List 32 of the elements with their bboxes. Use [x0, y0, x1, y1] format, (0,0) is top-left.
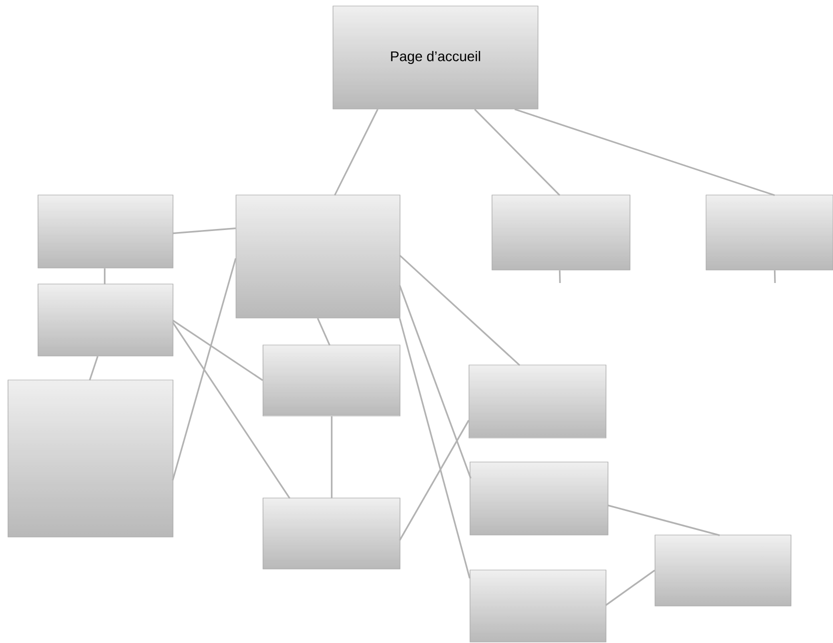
page-box: Page d’accueil	[332, 6, 538, 110]
connector-line	[558, 270, 561, 284]
connector-line	[104, 268, 106, 284]
connector-line	[88, 356, 98, 381]
page-box	[262, 344, 400, 416]
connector-line	[399, 254, 520, 366]
connector-line	[172, 322, 290, 499]
page-box	[470, 462, 608, 536]
connector-line	[774, 270, 776, 284]
page-box	[8, 380, 174, 538]
page-box	[470, 570, 606, 642]
connector-line	[474, 108, 560, 196]
page-box	[654, 534, 792, 606]
connector-line	[514, 108, 775, 196]
connector-line	[334, 108, 378, 196]
page-box	[38, 194, 174, 268]
connector-line	[172, 320, 264, 381]
connector-line	[608, 504, 720, 536]
page-box	[262, 498, 400, 570]
connector-line	[398, 285, 472, 479]
connector-line	[605, 570, 656, 606]
page-box	[236, 194, 400, 318]
page-box	[492, 194, 630, 270]
connector-line	[399, 420, 470, 541]
connector-line	[172, 228, 236, 234]
connector-line	[398, 318, 470, 578]
connector-line	[172, 258, 236, 481]
page-box	[38, 284, 174, 356]
page-box	[468, 364, 606, 438]
page-box	[706, 194, 833, 270]
connector-line	[316, 318, 330, 346]
connector-line	[330, 416, 332, 498]
